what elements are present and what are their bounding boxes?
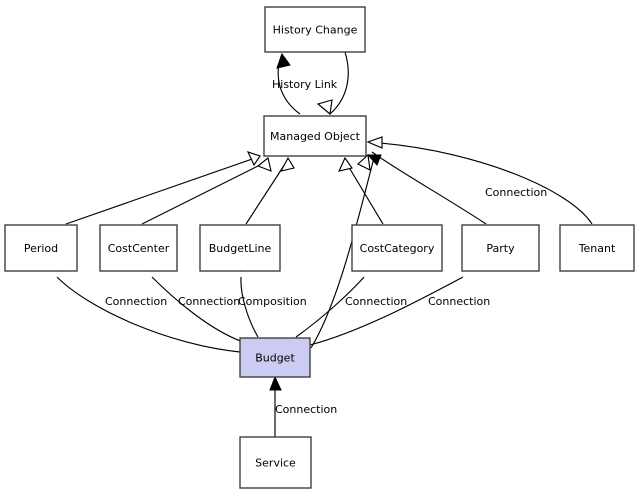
node-label-tenant: Tenant — [578, 242, 616, 255]
node-budget-line[interactable]: BudgetLine — [199, 224, 281, 272]
edge-budget-line-to-managed-object — [245, 163, 286, 225]
label-period-connection: Connection — [105, 295, 167, 308]
arrow-managed-object-from-costcategory — [337, 156, 353, 172]
edge-budget-to-budget-line — [240, 276, 259, 338]
node-label-cost-center: CostCenter — [108, 242, 170, 255]
label-cost-center-connection: Connection — [178, 295, 240, 308]
node-box-cost-category[interactable] — [351, 224, 443, 272]
node-cost-center[interactable]: CostCenter — [99, 224, 178, 272]
edge-history-change-to-managed-object — [329, 51, 349, 115]
node-label-budget-line: BudgetLine — [209, 242, 272, 255]
label-budget-line-composition: Composition — [238, 295, 307, 308]
edge-budget-to-cost-center — [151, 276, 244, 343]
node-period[interactable]: Period — [4, 224, 78, 272]
node-tenant[interactable]: Tenant — [559, 224, 635, 272]
edge-budget-to-managed-object — [310, 157, 375, 349]
label-history-link: History Link — [272, 78, 338, 91]
node-box-period[interactable] — [4, 224, 78, 272]
node-label-history-change: History Change — [273, 24, 358, 37]
edge-cost-center-to-managed-object — [141, 162, 265, 225]
arrow-managed-object-from-budgetline — [279, 156, 295, 172]
arrow-managed-object-from-budget — [366, 154, 382, 166]
label-party-connection: Connection — [428, 295, 490, 308]
node-box-history-change[interactable] — [264, 6, 366, 53]
edge-budget-to-cost-category — [295, 276, 365, 338]
node-box-tenant[interactable] — [559, 224, 635, 272]
arrow-managed-object-top — [316, 99, 333, 116]
edge-budget-to-period — [56, 276, 241, 353]
edge-tenant-to-managed-object — [379, 142, 593, 225]
node-cost-category[interactable]: CostCategory — [351, 224, 443, 272]
node-budget[interactable]: Budget — [239, 337, 311, 378]
node-box-party[interactable] — [461, 224, 540, 272]
edge-period-to-managed-object — [65, 157, 256, 225]
node-label-managed-object: Managed Object — [270, 130, 361, 143]
node-label-service: Service — [255, 457, 296, 470]
node-box-budget[interactable] — [239, 337, 311, 378]
node-service[interactable]: Service — [239, 436, 312, 489]
node-party[interactable]: Party — [461, 224, 540, 272]
node-box-budget-line[interactable] — [199, 224, 281, 272]
arrow-managed-object-from-tenant — [366, 136, 383, 149]
node-box-service[interactable] — [239, 436, 312, 489]
node-label-cost-category: CostCategory — [360, 242, 435, 255]
arrow-history-change-up — [276, 52, 291, 69]
node-label-period: Period — [24, 242, 58, 255]
edges-layer — [56, 51, 593, 437]
label-service-connection: Connection — [275, 403, 337, 416]
edge-budget-to-party — [309, 276, 464, 346]
node-label-budget: Budget — [255, 352, 295, 365]
node-label-party: Party — [486, 242, 515, 255]
arrow-managed-object-from-costcenter — [256, 156, 272, 172]
edge-party-to-managed-object — [371, 151, 487, 225]
node-managed-object[interactable]: Managed Object — [263, 115, 367, 157]
arrow-budget-from-service — [269, 375, 282, 391]
arrow-managed-object-from-party — [356, 153, 371, 171]
node-box-cost-center[interactable] — [99, 224, 178, 272]
node-box-managed-object[interactable] — [263, 115, 367, 157]
node-history-change[interactable]: History Change — [264, 6, 366, 53]
arrow-managed-object-from-period — [246, 151, 261, 167]
label-cost-category-connection: Connection — [345, 295, 407, 308]
label-tenant-connection: Connection — [485, 186, 547, 199]
